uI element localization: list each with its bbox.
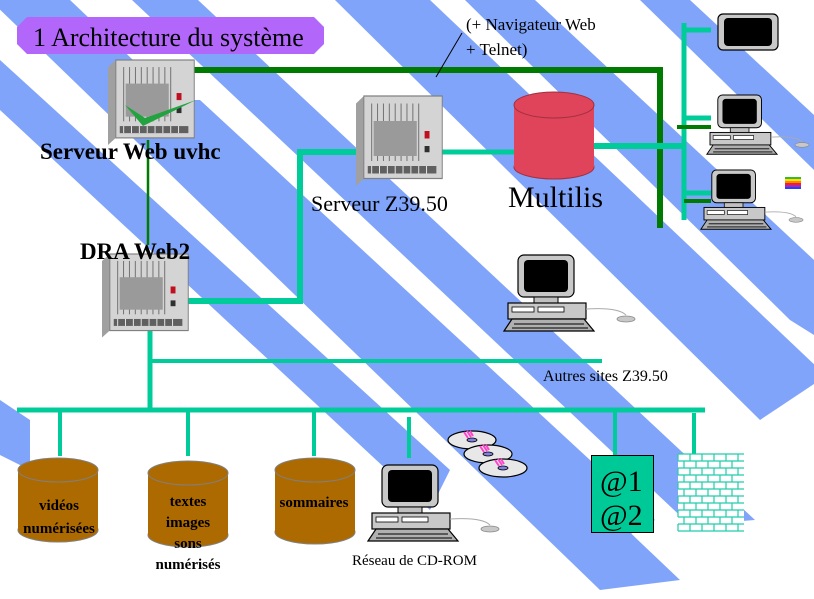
storage-cylinder-icon[interactable] [17,457,99,543]
apple-logo-icon [785,177,801,189]
storage-label-line: sons [174,536,202,552]
terminal-monitor-icon[interactable] [717,13,779,51]
page-title: 1 Architecture du système [33,23,304,52]
browser-note-line1: (+ Navigateur Web [466,15,596,34]
mail-addresses: @1 @2 [600,465,643,533]
multilis-label: Multilis [508,181,604,214]
storage-label-line: textes [169,494,207,510]
mail-server-box[interactable] [591,455,654,533]
multilis-database-icon[interactable] [513,91,595,180]
other-sites-computer-icon[interactable] [503,254,636,332]
mail-address-1: @1 [600,465,643,498]
storage-label-line: images [165,515,211,531]
z3950-server-label: Serveur Z39.50 [311,191,448,216]
stripe [165,100,655,540]
cdrom-label: Réseau de CD-ROM [352,553,477,569]
web-link-line [192,67,663,228]
stripe [0,400,30,470]
z3950-link-line [150,149,360,304]
brick-wall-icon[interactable] [677,453,744,532]
storage-label-line: vidéos [38,498,79,514]
web-server-label: Serveur Web uvhc [40,139,221,164]
storage-cylinder-icon[interactable] [274,457,356,545]
storage-label-line: sommaires [279,495,349,511]
storage-label-line: numérisés [155,557,221,573]
stripe [0,0,680,590]
storage-label-videos: vidéos numérisées [13,495,105,541]
cd-disc-icon [478,458,528,478]
desktop-computer-icon[interactable] [706,94,810,155]
stripe [0,60,450,510]
storage-label-media: textes images sons numérisés [142,492,234,576]
stripe [132,0,755,525]
cdrom-computer-icon[interactable] [367,464,500,542]
storage-label-summaries: sommaires [266,492,362,515]
other-sites-label: Autres sites Z39.50 [543,368,668,385]
title-badge [17,17,324,54]
web-server-rack-icon[interactable] [107,59,195,146]
z3950-server-rack-icon[interactable] [355,95,443,187]
stripe [465,0,814,335]
storage-cylinder-icon[interactable] [147,460,229,548]
storage-label-line: numérisées [23,521,95,537]
checkmark-icon [125,100,196,126]
mail-address-2: @2 [600,499,643,532]
browser-note-line2: + Telnet) [466,40,528,59]
stripe [335,0,814,420]
browser-note-pointer [435,32,463,78]
dra-web2-rack-icon[interactable] [101,253,189,339]
dra-web2-label: DRA Web2 [80,239,191,264]
